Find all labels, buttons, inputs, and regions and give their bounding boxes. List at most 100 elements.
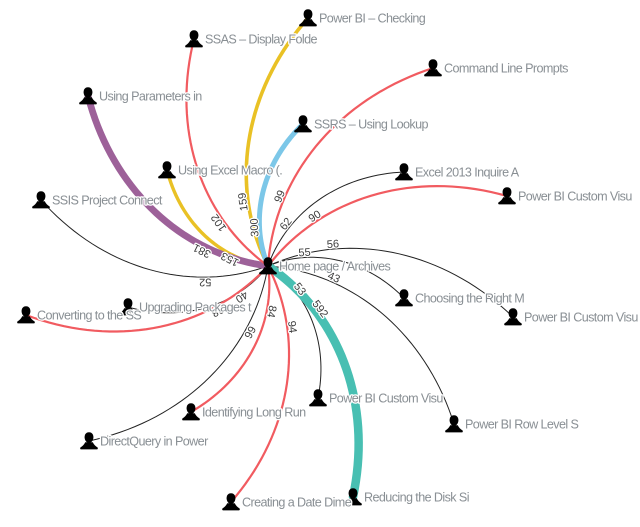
edge — [229, 264, 291, 504]
node-label: Using Excel Macro (. — [178, 164, 282, 178]
edge-value-group: 62 — [276, 214, 296, 234]
node-person-icon[interactable] — [498, 187, 516, 205]
node-person-icon[interactable] — [222, 493, 240, 511]
node-label: Power BI Custom Visu — [524, 311, 638, 325]
person-icon — [344, 498, 362, 506]
person-icon — [83, 87, 93, 98]
center-person-icon[interactable] — [259, 257, 277, 275]
graph-node: Power BI Custom Visu — [498, 187, 634, 205]
graph-node: Identifying Long Run — [182, 403, 308, 421]
edge-value-label: 66 — [241, 324, 257, 341]
person-icon — [182, 413, 200, 421]
person-icon — [32, 201, 50, 209]
person-icon — [395, 173, 413, 181]
node-person-icon[interactable] — [185, 30, 203, 48]
graph-node: Power BI Row Level S — [445, 415, 580, 433]
edge-value-label: 84 — [264, 304, 278, 318]
node-label: DirectQuery in Power — [100, 435, 208, 449]
person-icon — [119, 308, 137, 316]
node-person-icon[interactable] — [395, 163, 413, 181]
graph-node: Power BI Custom Visu — [309, 389, 445, 407]
node-person-icon[interactable] — [344, 488, 362, 506]
node-label: Upgrading Packages t — [139, 301, 252, 315]
node-label: Converting to the SS — [37, 309, 141, 323]
node-person-icon[interactable] — [32, 191, 50, 209]
person-icon — [162, 161, 172, 172]
person-icon — [348, 488, 358, 499]
graph-node: Upgrading Packages t — [119, 298, 254, 316]
node-label: SSRS – Using Lookup — [314, 118, 429, 132]
node-person-icon[interactable] — [294, 115, 312, 133]
graph-node: Creating a Date Dime — [222, 493, 354, 511]
graph-node: SSIS Project Connect — [32, 191, 165, 209]
edge-value-label: 62 — [278, 216, 295, 233]
node-person-icon[interactable] — [424, 59, 442, 77]
node-person-icon[interactable] — [80, 432, 98, 450]
edge — [84, 92, 272, 270]
node-person-icon[interactable] — [182, 403, 200, 421]
edge — [88, 265, 269, 442]
person-icon — [428, 59, 438, 70]
edge — [267, 171, 405, 267]
person-icon — [299, 19, 317, 27]
person-icon — [186, 403, 196, 414]
node-label: SSAS – Display Folde — [205, 33, 317, 47]
node-label: Command Line Prompts — [444, 62, 568, 76]
edge — [24, 264, 270, 333]
edge-value-label: 159 — [236, 192, 250, 212]
person-icon — [21, 306, 31, 317]
graph-node: SSRS – Using Lookup — [294, 115, 430, 133]
graph-node: Converting to the SS — [17, 306, 143, 324]
person-icon — [395, 299, 413, 307]
person-icon — [222, 503, 240, 511]
node-person-icon[interactable] — [119, 298, 137, 316]
edge-value-label: 56 — [326, 238, 339, 251]
node-label: Identifying Long Run — [202, 406, 306, 420]
person-icon — [298, 115, 308, 126]
edge-value-label: 99 — [272, 189, 288, 205]
node-person-icon[interactable] — [504, 308, 522, 326]
person-icon — [259, 267, 277, 275]
node-person-icon[interactable] — [299, 9, 317, 27]
edge-value-label: 94 — [285, 320, 299, 334]
node-person-icon[interactable] — [445, 415, 463, 433]
graph-node: Reducing the Disk Si — [344, 488, 471, 506]
person-icon — [309, 399, 327, 407]
edge — [266, 66, 435, 268]
edge-value-group: 56 — [325, 237, 341, 253]
person-icon — [504, 318, 522, 326]
person-icon — [226, 493, 236, 504]
center-node-label: Home page / Archives — [279, 260, 391, 274]
edge-value-group: 94 — [284, 319, 300, 335]
node-person-icon[interactable] — [395, 289, 413, 307]
edge — [267, 247, 514, 318]
person-icon — [185, 40, 203, 48]
node-label: Power BI Row Level S — [465, 418, 578, 432]
node-label: Power BI – Checking — [319, 12, 426, 26]
graph-node: DirectQuery in Power — [80, 432, 210, 450]
person-icon — [502, 187, 512, 198]
edge-value-group: 99 — [271, 187, 289, 205]
person-icon — [303, 9, 313, 20]
person-icon — [313, 389, 323, 400]
edge-value-group: 90 — [305, 207, 324, 226]
node-person-icon[interactable] — [79, 87, 97, 105]
graph-node: Power BI Custom Visu — [504, 308, 640, 326]
node-person-icon[interactable] — [158, 161, 176, 179]
node-person-icon[interactable] — [309, 389, 327, 407]
person-icon — [17, 316, 35, 324]
node-person-icon[interactable] — [17, 306, 35, 324]
edge-value-label: 55 — [298, 247, 311, 260]
graph-node: SSAS – Display Folde — [185, 30, 319, 48]
edge-value-group: 52 — [198, 274, 213, 289]
edge — [185, 37, 270, 268]
edge — [244, 16, 310, 268]
edge — [267, 256, 405, 299]
graph-node: Power BI – Checking — [299, 9, 428, 27]
node-label: Using Parameters in — [99, 90, 202, 104]
edge-value-label: 90 — [307, 208, 324, 225]
person-icon — [449, 415, 459, 426]
graph-node: Command Line Prompts — [424, 59, 570, 77]
